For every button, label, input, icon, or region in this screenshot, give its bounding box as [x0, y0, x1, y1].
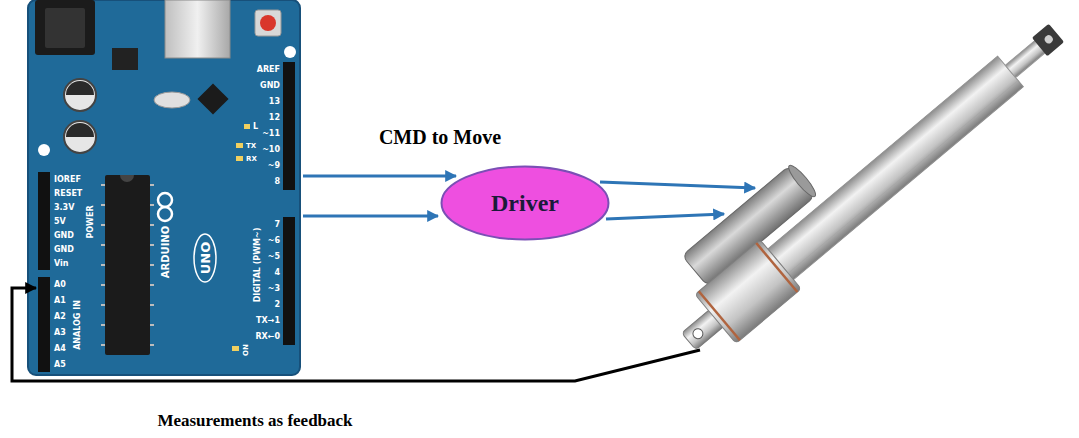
- pin-label: A3: [54, 329, 66, 337]
- pin-label: 3.3V: [54, 204, 74, 212]
- board-logo-text: ARDUINO: [161, 226, 171, 278]
- led-label: ON: [243, 344, 250, 356]
- header-label: POWER: [87, 205, 95, 238]
- pin-label: A5: [54, 361, 66, 369]
- driver-ellipse: Driver: [440, 165, 610, 241]
- signal-label: CMD to Move: [379, 127, 501, 147]
- led-label: RX: [246, 156, 257, 163]
- pin-label: 8: [274, 178, 280, 186]
- pin-label: AREF: [257, 66, 280, 74]
- pin-label: GND: [54, 232, 74, 240]
- pin-label: GND: [260, 82, 280, 90]
- linear-actuator: [644, 0, 1077, 366]
- header-label: DIGITAL (PWM~): [254, 228, 262, 303]
- pin-label: A0: [54, 281, 66, 289]
- pin-label: 12: [269, 114, 280, 122]
- pin-label: A4: [54, 345, 66, 353]
- pin-label: ~9: [268, 162, 280, 170]
- board-model-text: UNO: [199, 242, 212, 275]
- pin-label: ~11: [262, 130, 280, 138]
- pin-label: 13: [269, 98, 280, 106]
- arduino-board: [28, 0, 300, 375]
- pin-label: ~3: [268, 285, 280, 293]
- pin-label: 4: [274, 269, 280, 277]
- pin-label: A1: [54, 297, 66, 305]
- node-text: Driver: [491, 190, 559, 216]
- pin-label: ~6: [268, 237, 280, 245]
- caption-label: Measurements as feedback: [157, 412, 352, 429]
- pin-label: ~10: [262, 146, 280, 154]
- pin-label: IOREF: [54, 176, 81, 184]
- pin-label: GND: [54, 246, 74, 254]
- pin-label: TX→1: [256, 317, 280, 325]
- pin-label: 2: [274, 301, 280, 309]
- pin-label: RESET: [54, 190, 82, 198]
- header-label: ANALOG IN: [74, 300, 82, 350]
- pin-label: ~5: [268, 253, 280, 261]
- led-label: L: [253, 123, 258, 131]
- pin-label: 5V: [54, 218, 66, 226]
- led-label: TX: [246, 143, 256, 150]
- pin-label: RX←0: [255, 333, 280, 341]
- pin-label: Vin: [54, 260, 69, 268]
- pin-label: A2: [54, 313, 66, 321]
- feedback-line: [12, 288, 700, 381]
- pin-label: 7: [274, 221, 280, 229]
